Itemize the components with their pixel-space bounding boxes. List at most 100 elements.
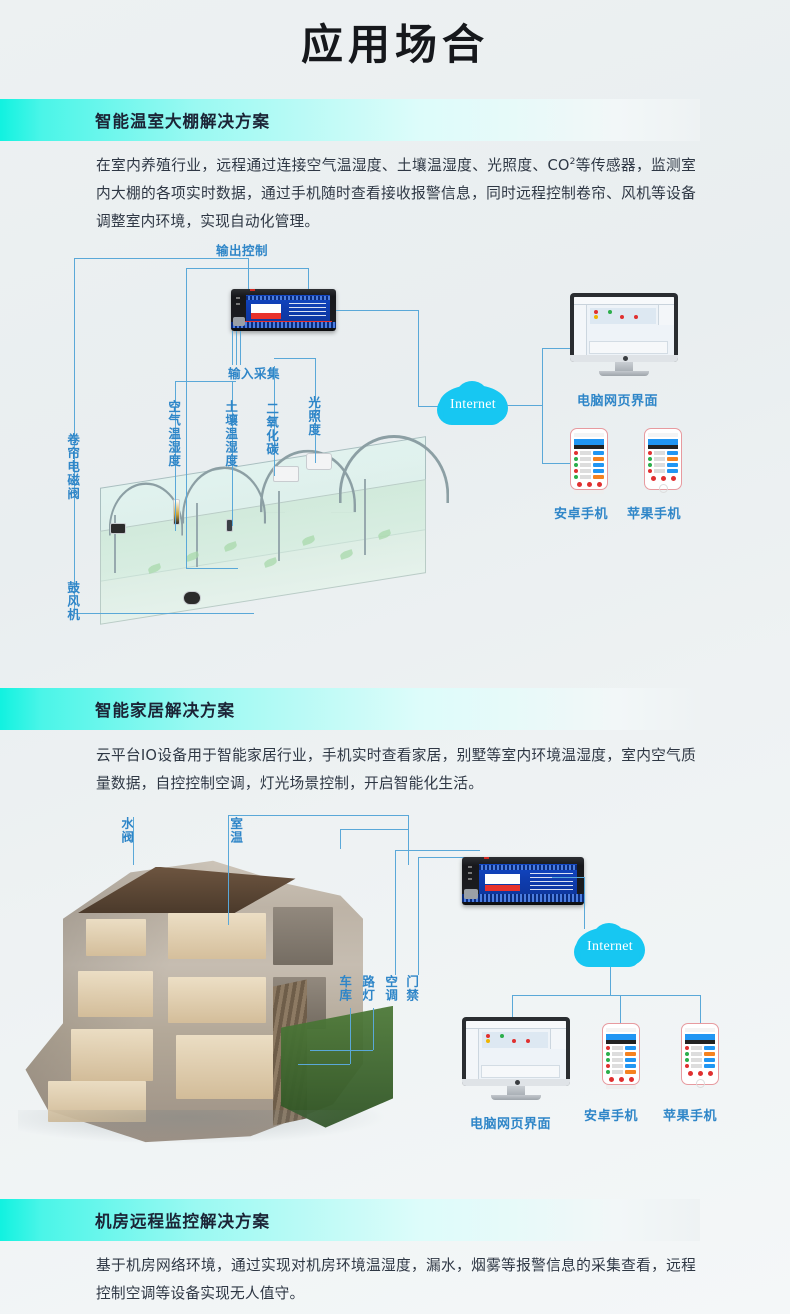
phone-list-item — [648, 457, 678, 461]
phone-list-item — [685, 1052, 715, 1056]
screen-sidebar — [574, 304, 587, 358]
wire-home-bus-drop — [340, 829, 341, 849]
db9-connector — [464, 888, 478, 900]
screen-status-dot — [486, 1034, 490, 1039]
label-android-phone: 安卓手机 — [554, 507, 609, 522]
villa-room — [48, 1081, 146, 1122]
wire-ac-v — [395, 850, 396, 975]
co2-sensor-device — [273, 466, 299, 482]
wire-device-to-cloud-v — [418, 310, 419, 406]
phone-list-item — [685, 1058, 715, 1062]
wire-output-1 — [74, 258, 248, 259]
section-body-server-room: 基于机房网络环境，通过实现对机房环境温湿度，漏水，烟雾等报警信息的采集查看，远程… — [96, 1257, 696, 1303]
phone-status-bar — [685, 1028, 715, 1032]
apple-phone — [644, 428, 682, 493]
phone-app-subheader — [574, 445, 604, 449]
wire-input-c — [240, 331, 241, 365]
screen-toolbar — [466, 1021, 566, 1029]
greenhouse-post — [364, 479, 366, 555]
label-access-control: 门禁 — [404, 975, 420, 1002]
apple-logo-icon — [514, 1079, 520, 1085]
villa-room — [70, 1029, 153, 1082]
wire-home-bus — [340, 829, 408, 830]
phone-status-bar — [606, 1028, 636, 1032]
pc-monitor — [570, 293, 678, 381]
wire-ac-h — [395, 850, 480, 851]
phone-list-item — [648, 469, 678, 473]
controller-shell — [462, 857, 584, 905]
wire-room-temp-h — [228, 815, 408, 816]
monitor-neck — [507, 1085, 525, 1096]
antenna-icon — [249, 289, 255, 291]
screen-log-area — [589, 340, 668, 354]
apple-phone — [681, 1023, 719, 1088]
label-air-temp-humidity: 空气温湿度 — [166, 400, 182, 468]
wire-to-android — [620, 995, 621, 1023]
apple-logo-icon — [622, 355, 628, 361]
cloud-label: Internet — [450, 397, 496, 412]
greenhouse-post — [114, 515, 116, 573]
monitor-screen — [466, 1021, 566, 1082]
wire-output-1-up — [248, 258, 249, 289]
wire-output-2-drop — [186, 268, 187, 568]
internet-cloud: Internet — [437, 381, 508, 425]
phone-list-item — [606, 1064, 636, 1068]
android-phone — [570, 428, 608, 494]
villa-illustration — [18, 855, 393, 1145]
wire-air-v — [175, 381, 176, 531]
screen-status-dot — [500, 1034, 504, 1039]
screen-toolbar — [574, 297, 674, 305]
phone-app-subheader — [648, 445, 678, 449]
phone-list-item — [574, 475, 604, 479]
wire-streetlight-h — [310, 1050, 373, 1051]
wire-to-apple — [700, 995, 701, 1023]
villa-shadow — [18, 1110, 393, 1145]
phone-list-item — [606, 1070, 636, 1074]
board-label — [484, 874, 521, 884]
screen-log-area — [481, 1064, 560, 1078]
status-leds — [236, 296, 241, 310]
label-apple-phone: 苹果手机 — [627, 507, 682, 522]
wire-into-cloud — [418, 406, 440, 407]
phone-action-buttons — [685, 1071, 715, 1076]
monitor-base — [599, 371, 649, 376]
screen-status-dot — [594, 310, 598, 315]
blower-fan-device — [183, 591, 201, 605]
smart-home-diagram: 水阀 室温 车库 路灯 空调 门禁 — [0, 815, 790, 1145]
phone-status-bar — [648, 433, 678, 437]
wire-endpoint-bus — [542, 348, 543, 463]
phone-list-item — [648, 451, 678, 455]
phone-app-header — [685, 1034, 715, 1040]
label-android-phone: 安卓手机 — [584, 1109, 639, 1124]
wire-input-a — [232, 331, 233, 365]
label-illuminance: 光照度 — [306, 396, 322, 437]
board-label — [250, 304, 281, 313]
wire-co2-v — [274, 366, 275, 476]
screen-status-dot — [526, 1039, 530, 1044]
wire-soil-h — [232, 381, 236, 382]
phone-list-item — [685, 1046, 715, 1050]
cloud-label: Internet — [587, 939, 633, 954]
wire-water-valve — [133, 817, 134, 865]
phone-list-item — [606, 1058, 636, 1062]
phone-list-item — [574, 451, 604, 455]
wire-garage-h — [298, 1064, 350, 1065]
phone-app-subheader — [606, 1040, 636, 1044]
controller-board — [245, 294, 330, 323]
home-button-icon — [658, 484, 668, 493]
wire-blower — [74, 613, 254, 614]
terminal-block-bottom — [231, 321, 336, 329]
wire-output-1-drop — [74, 258, 75, 613]
wire-curtain — [186, 568, 238, 569]
label-output-control: 输出控制 — [216, 243, 269, 258]
wire-room-temp-v — [228, 815, 229, 925]
monitor-neck — [615, 361, 633, 372]
terminal-block-top — [479, 864, 577, 871]
phone-status-bar — [574, 433, 604, 437]
page-title: 应用场合 — [300, 20, 489, 69]
wire-to-monitor — [512, 995, 513, 1017]
phone-action-buttons — [574, 482, 604, 487]
io-controller-module — [462, 857, 584, 905]
wire-access-v — [418, 857, 419, 975]
wire-device-to-cloud-h — [336, 310, 418, 311]
